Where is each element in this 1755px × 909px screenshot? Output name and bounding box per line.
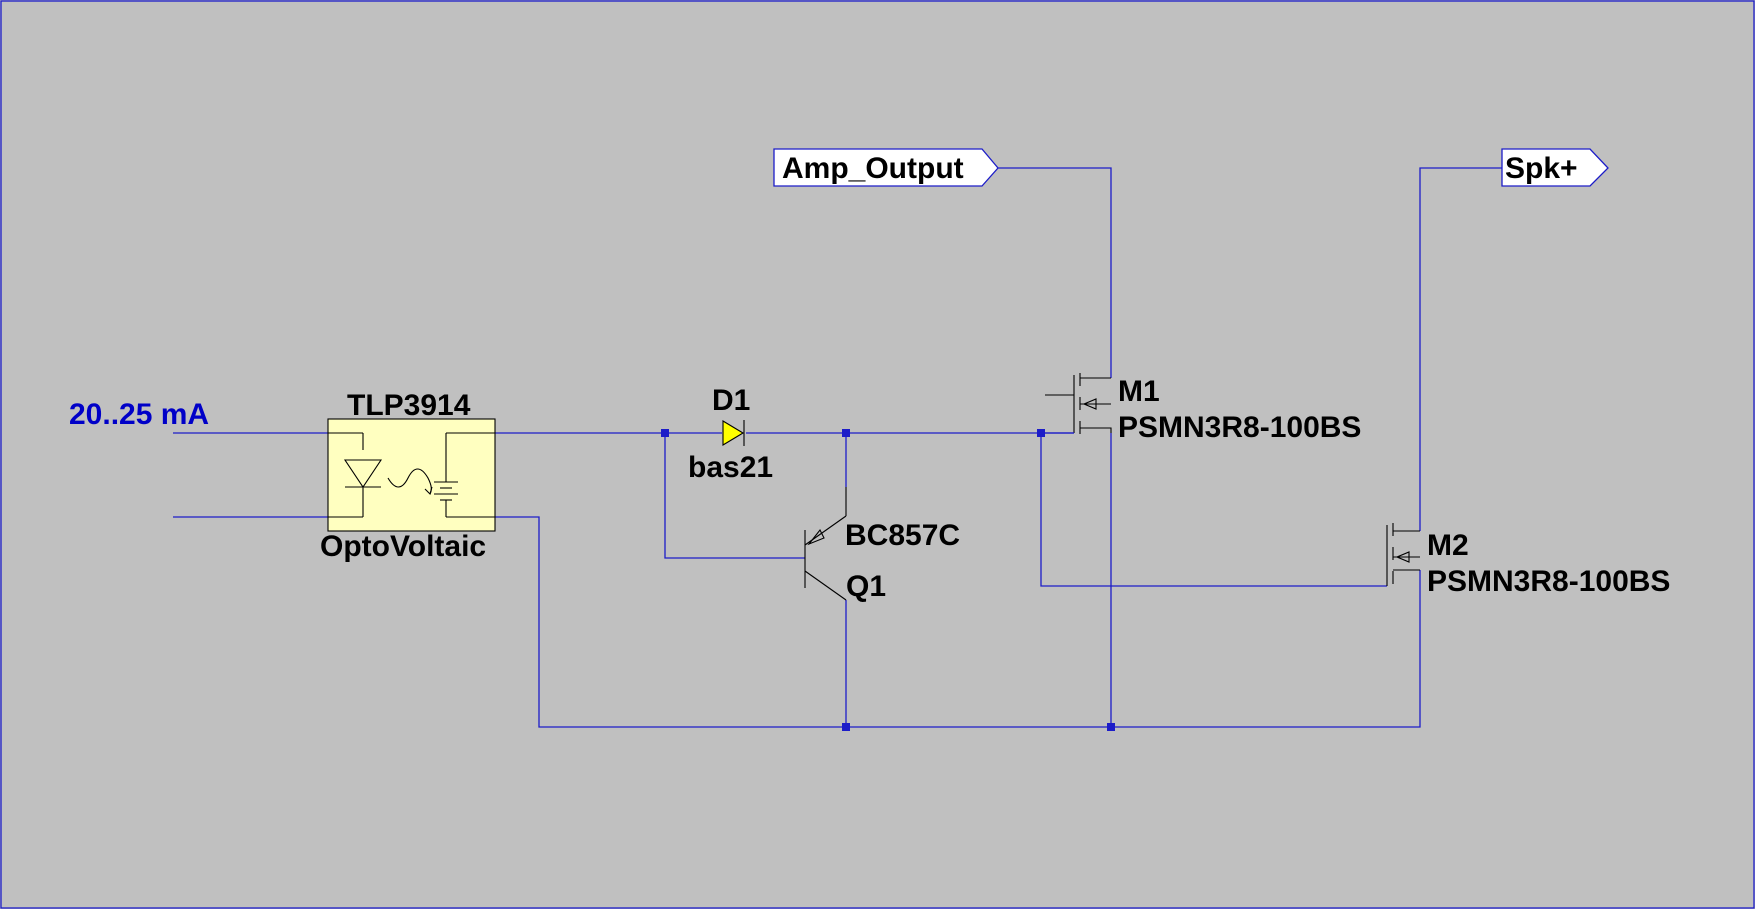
junction-dot (661, 429, 669, 437)
wires (173, 167, 1502, 728)
junction-dot (842, 429, 850, 437)
transistor-value-label: BC857C (845, 519, 960, 552)
diode-value-label: bas21 (688, 451, 773, 484)
junction-dot (842, 723, 850, 731)
opto-ref-label: TLP3914 (347, 389, 471, 422)
optocoupler[interactable] (327, 418, 496, 532)
diode-ref-label: D1 (712, 384, 750, 417)
net-label-spk: Spk+ (1505, 152, 1578, 185)
led-icon (343, 433, 383, 517)
net-flag-spk[interactable]: Spk+ (1501, 148, 1609, 187)
light-arrow-icon (387, 468, 433, 496)
wire-q1-base[interactable] (664, 433, 805, 559)
mosfet-arrow-icon (1395, 551, 1410, 563)
mosfet-m2[interactable] (1386, 523, 1420, 586)
wire-spk[interactable] (1419, 167, 1502, 531)
mosfet-m1[interactable] (1045, 373, 1112, 434)
junction-dot (1107, 723, 1115, 731)
transistor-ref-label: Q1 (846, 570, 886, 603)
wire-amp-output[interactable] (998, 167, 1112, 378)
transistor-q1[interactable] (804, 487, 847, 601)
source-label: 20..25 mA (69, 398, 209, 431)
diode-icon (722, 420, 745, 446)
mosfet1-ref-label: M1 (1118, 375, 1160, 408)
opto-value-label: OptoVoltaic (320, 530, 486, 563)
mosfet1-value-label: PSMN3R8-100BS (1118, 411, 1361, 444)
net-flag-amp-output[interactable]: Amp_Output (773, 148, 999, 187)
transistor-arrow-icon (807, 528, 825, 546)
net-label-amp-output: Amp_Output (782, 152, 964, 185)
optocoupler-body (327, 418, 496, 532)
transistor-collector-lead (804, 570, 847, 601)
diode-d1[interactable] (722, 420, 745, 446)
mosfet2-ref-label: M2 (1427, 529, 1469, 562)
wire-m2-gate[interactable] (1040, 433, 1387, 587)
net-flag-shape (773, 148, 999, 187)
pv-cell-icon (434, 433, 458, 517)
mosfet-arrow-icon (1082, 398, 1097, 410)
wire-source-net[interactable] (495, 516, 1421, 728)
mosfet2-value-label: PSMN3R8-100BS (1427, 565, 1670, 598)
net-flag-shape (1501, 148, 1609, 187)
